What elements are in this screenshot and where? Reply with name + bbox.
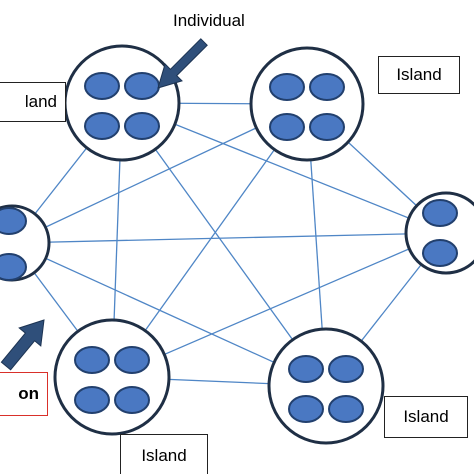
individual-ellipse [309,113,345,141]
individual-label: Individual [173,11,245,30]
island-label-top-right: Island [378,56,460,94]
island-label-bottom-right: Island [384,396,468,438]
individual-ellipse [288,395,324,423]
island-label-bottom-left: Island [120,434,208,474]
individual-ellipse [422,199,458,227]
individual-ellipse [422,239,458,267]
individual-ellipse [124,112,160,140]
individual-ellipse [114,386,150,414]
island-circle [267,327,385,445]
individual-ellipse [328,395,364,423]
individual-ellipse [0,207,27,235]
individual-ellipse [269,73,305,101]
island-circle [249,46,365,162]
individual-ellipse [328,355,364,383]
island-circle [53,318,171,436]
island-bottom-right [267,327,385,445]
individual-ellipse [309,73,345,101]
individual-ellipse [84,112,120,140]
migration-edge [111,232,447,378]
individual-ellipse [288,355,324,383]
individual-ellipse [114,346,150,374]
individual-ellipse [84,72,120,100]
island-top-left [63,44,181,162]
migration-edge [11,232,447,244]
individual-ellipse [0,253,27,281]
individual-pointer-arrow-icon [157,38,208,89]
island-right [404,191,474,275]
island-label-top-left: land [0,82,66,122]
island-top-right [249,46,365,162]
individual-ellipse [124,72,160,100]
island-bottom-left [53,318,171,436]
individual-ellipse [74,386,110,414]
individual-ellipse [269,113,305,141]
migration-arrow-icon [0,319,45,371]
island-left [0,204,51,282]
migration-label: on [0,372,48,416]
island-circle [63,44,181,162]
individual-ellipse [74,346,110,374]
